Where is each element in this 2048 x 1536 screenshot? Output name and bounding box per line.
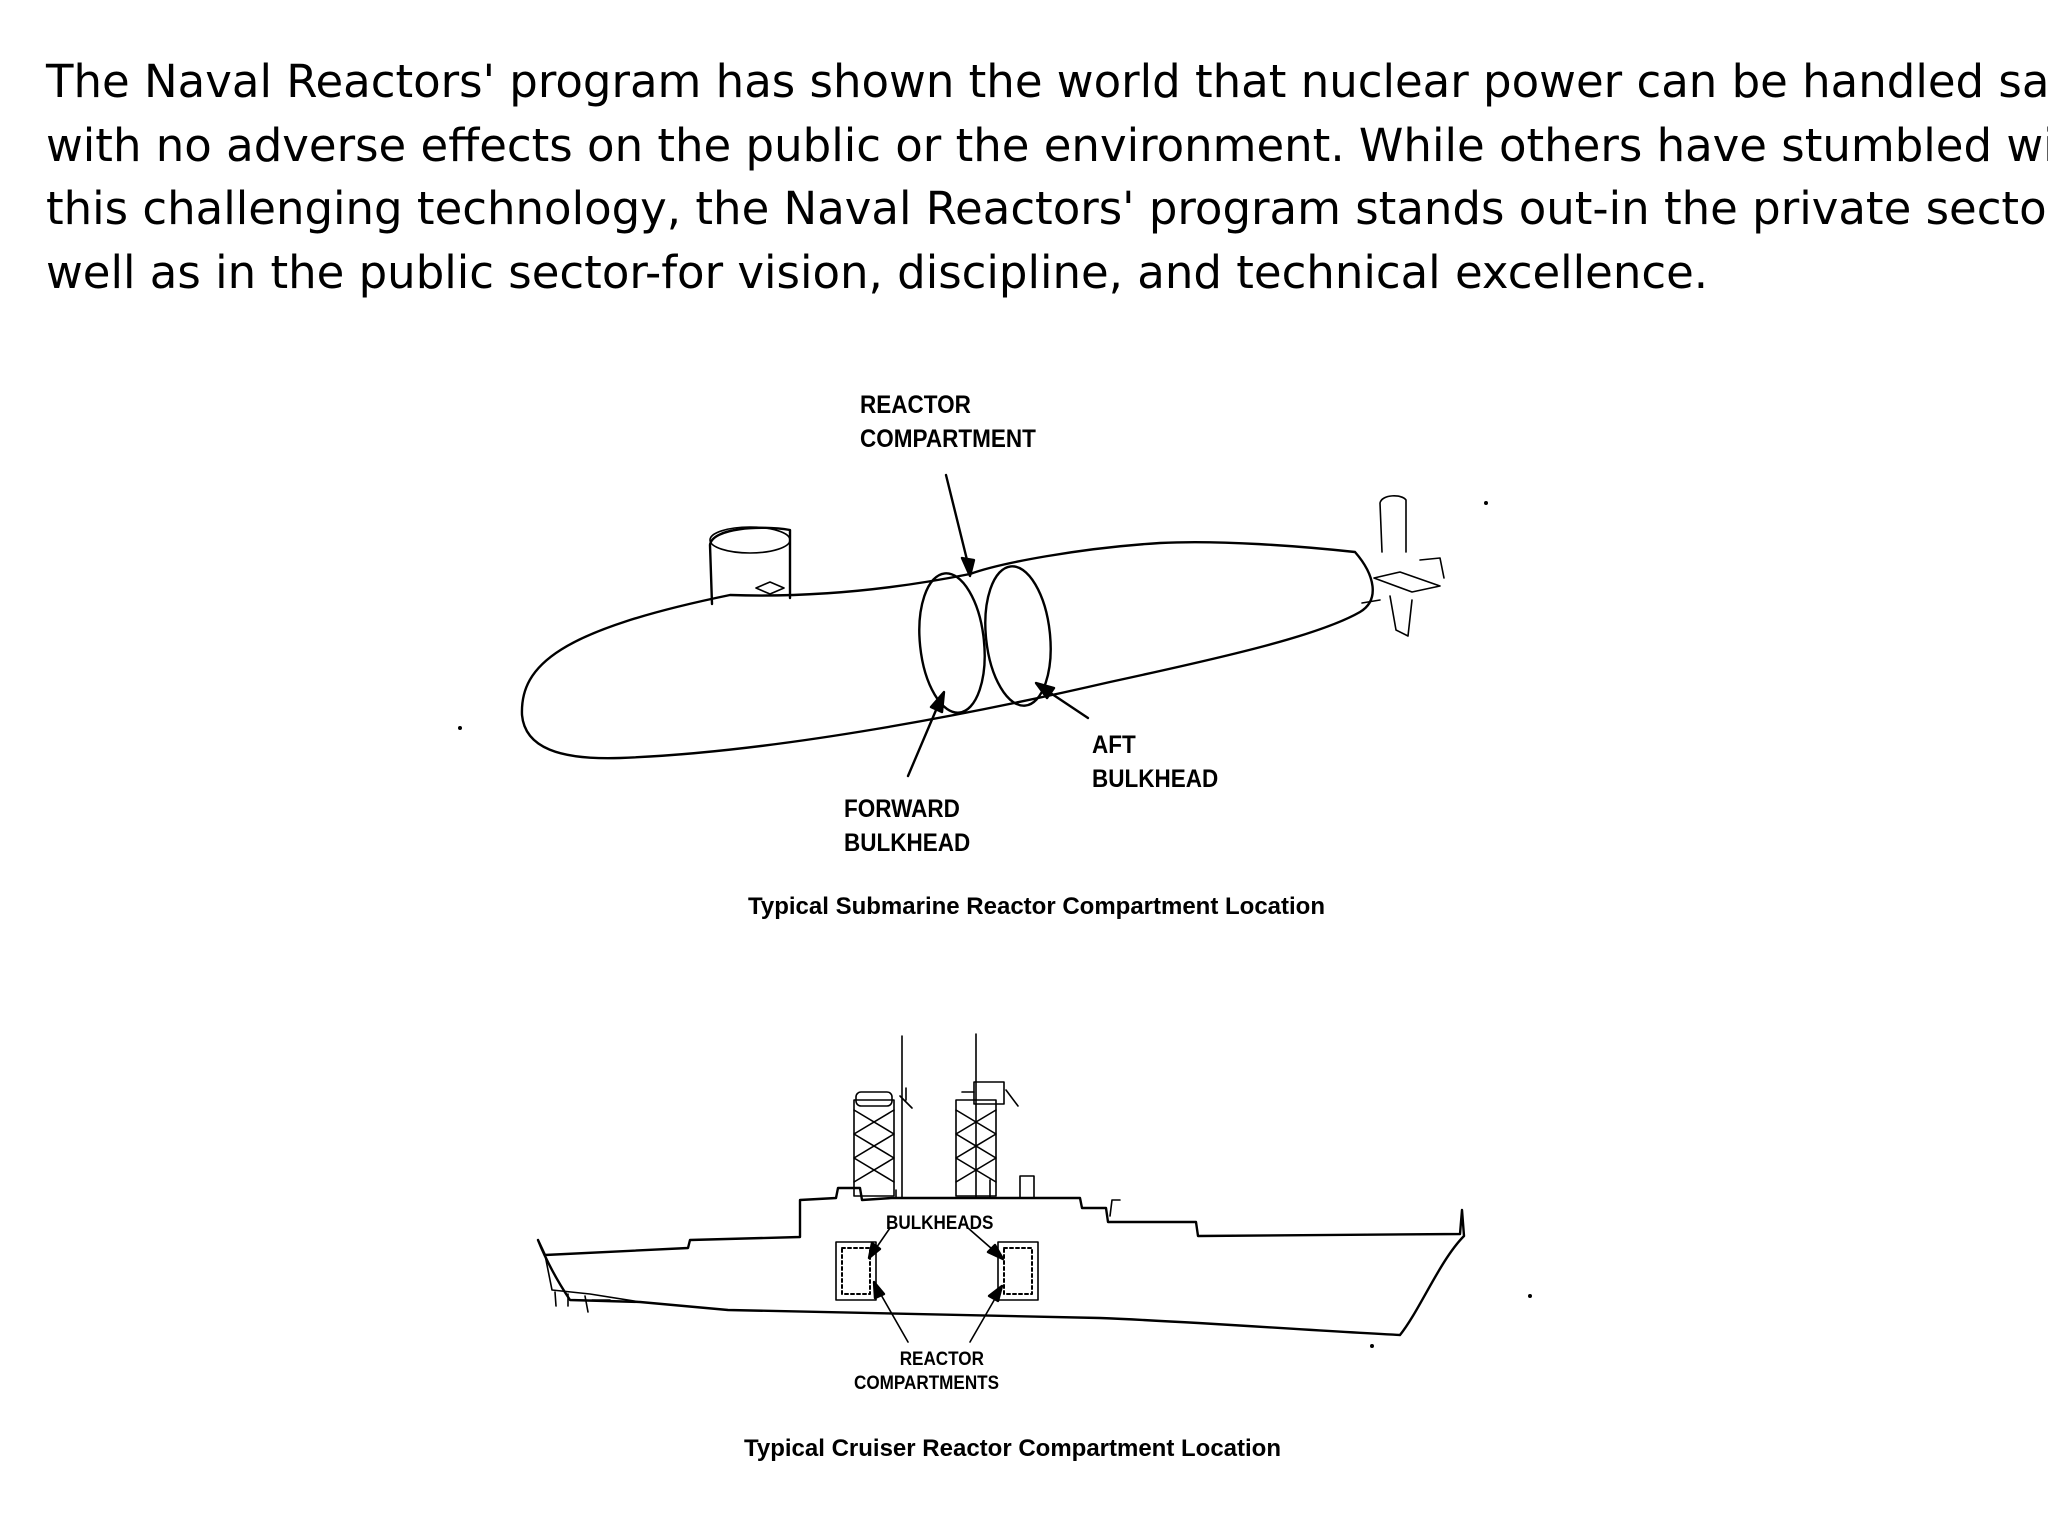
cruiser-hull: [536, 1186, 1466, 1337]
cruiser-caption: Typical Cruiser Reactor Compartment Loca…: [744, 1435, 1281, 1462]
aft-bulkhead-shape: [984, 565, 1052, 707]
submarine-caption: Typical Submarine Reactor Compartment Lo…: [748, 893, 1325, 920]
intro-line: with no adverse effects on the public or…: [46, 118, 2048, 172]
intro-line: well as in the public sector-for vision,…: [46, 245, 1709, 299]
intro-paragraph: The Naval Reactors' program has shown th…: [46, 50, 2048, 304]
aft-bulkhead-label: AFT BULKHEAD: [1092, 731, 1219, 793]
forward-reactor-compartment-box: [835, 1241, 877, 1301]
submarine-sail: [708, 526, 792, 606]
intro-line: this challenging technology, the Naval R…: [46, 182, 2048, 235]
forward-bulkhead-shape: [918, 572, 986, 714]
submarine-hull: [520, 541, 1374, 760]
reactor-compartments-label: REACTOR COMPARTMENTS: [854, 1349, 1000, 1394]
intro-line: The Naval Reactors' program has shown th…: [46, 55, 2048, 108]
reactor-compartment-label: REACTOR COMPARTMENT: [860, 391, 1036, 453]
submarine-drawing: [458, 473, 1488, 778]
cruiser-drawing: [536, 1033, 1532, 1348]
forward-bulkhead-label: FORWARD BULKHEAD: [844, 795, 971, 857]
aft-reactor-compartment-box: [997, 1241, 1039, 1301]
bulkheads-label: BULKHEADS: [886, 1213, 994, 1234]
